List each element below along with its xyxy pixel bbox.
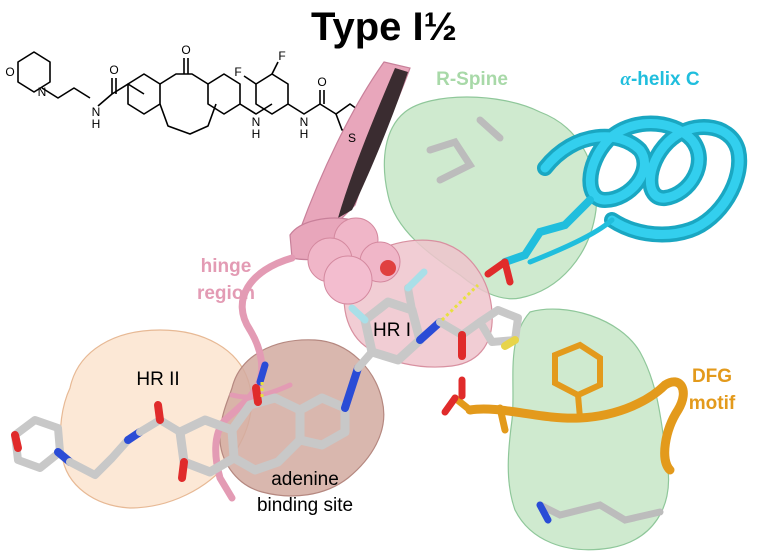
ethylene-linker <box>41 87 91 99</box>
atom-f-top: F <box>278 49 285 63</box>
aniline-link <box>239 103 273 115</box>
difluoro-ring <box>255 73 289 115</box>
atom-thiophene-s: S <box>348 131 356 145</box>
ligand-model <box>11 268 522 482</box>
hinge-beta-strand-dark <box>338 68 408 218</box>
r-spine-sidechains <box>426 116 664 524</box>
amide-1-bond <box>97 83 145 107</box>
atom-morpholine-o: O <box>5 65 14 79</box>
morpholine-ring <box>17 51 51 93</box>
amide-2-bond <box>287 103 337 115</box>
label-helix-rest: -helix C <box>631 69 700 90</box>
label-adenine-line1: adenine <box>271 469 339 490</box>
label-hr1: HR I <box>373 320 411 341</box>
atom-amide1-o: O <box>109 63 118 77</box>
glu-sidechain <box>484 196 594 286</box>
atom-amide2-h: H <box>300 127 309 141</box>
label-dfg-line1: DFG <box>692 366 732 387</box>
label-helix-alpha: α <box>620 69 631 90</box>
suberone-ring-bottom <box>159 103 217 135</box>
label-alpha-helix-c: α-helix C <box>620 69 699 90</box>
label-hinge-line2: region <box>197 283 255 304</box>
label-dfg-line2: motif <box>689 393 736 414</box>
dfg-motif <box>441 341 688 475</box>
atom-nh-h: H <box>252 127 261 141</box>
atom-amide1-n: N <box>92 105 101 119</box>
label-r-spine: R-Spine <box>436 69 508 90</box>
atom-ketone-o: O <box>181 43 190 57</box>
atom-amide2-o: O <box>317 75 326 89</box>
f-left-bond <box>243 75 257 85</box>
chemical-structure <box>17 51 365 135</box>
structure-atom-labels: O N O N H O N H F F O N H S <box>5 43 356 145</box>
atom-f-left: F <box>234 65 241 79</box>
atom-morpholine-n: N <box>38 85 47 99</box>
f-top-bond <box>271 61 279 75</box>
r-spine-surface-lower <box>507 308 670 551</box>
right-benzene-ring <box>207 73 241 115</box>
hydrogen-bonds <box>260 283 480 398</box>
gatekeeper-spheres <box>307 217 401 305</box>
atom-amide1-h: H <box>92 117 101 131</box>
atom-amide2-n: N <box>300 115 309 129</box>
alpha-helix-c <box>527 115 748 265</box>
suberone-ring <box>159 73 209 85</box>
label-hinge-line1: hinge <box>201 256 252 277</box>
label-hr2: HR II <box>136 369 179 390</box>
diagram-title: Type I½ <box>311 5 457 49</box>
atom-nh-n: N <box>252 115 261 129</box>
label-adenine-line2: binding site <box>257 495 353 516</box>
